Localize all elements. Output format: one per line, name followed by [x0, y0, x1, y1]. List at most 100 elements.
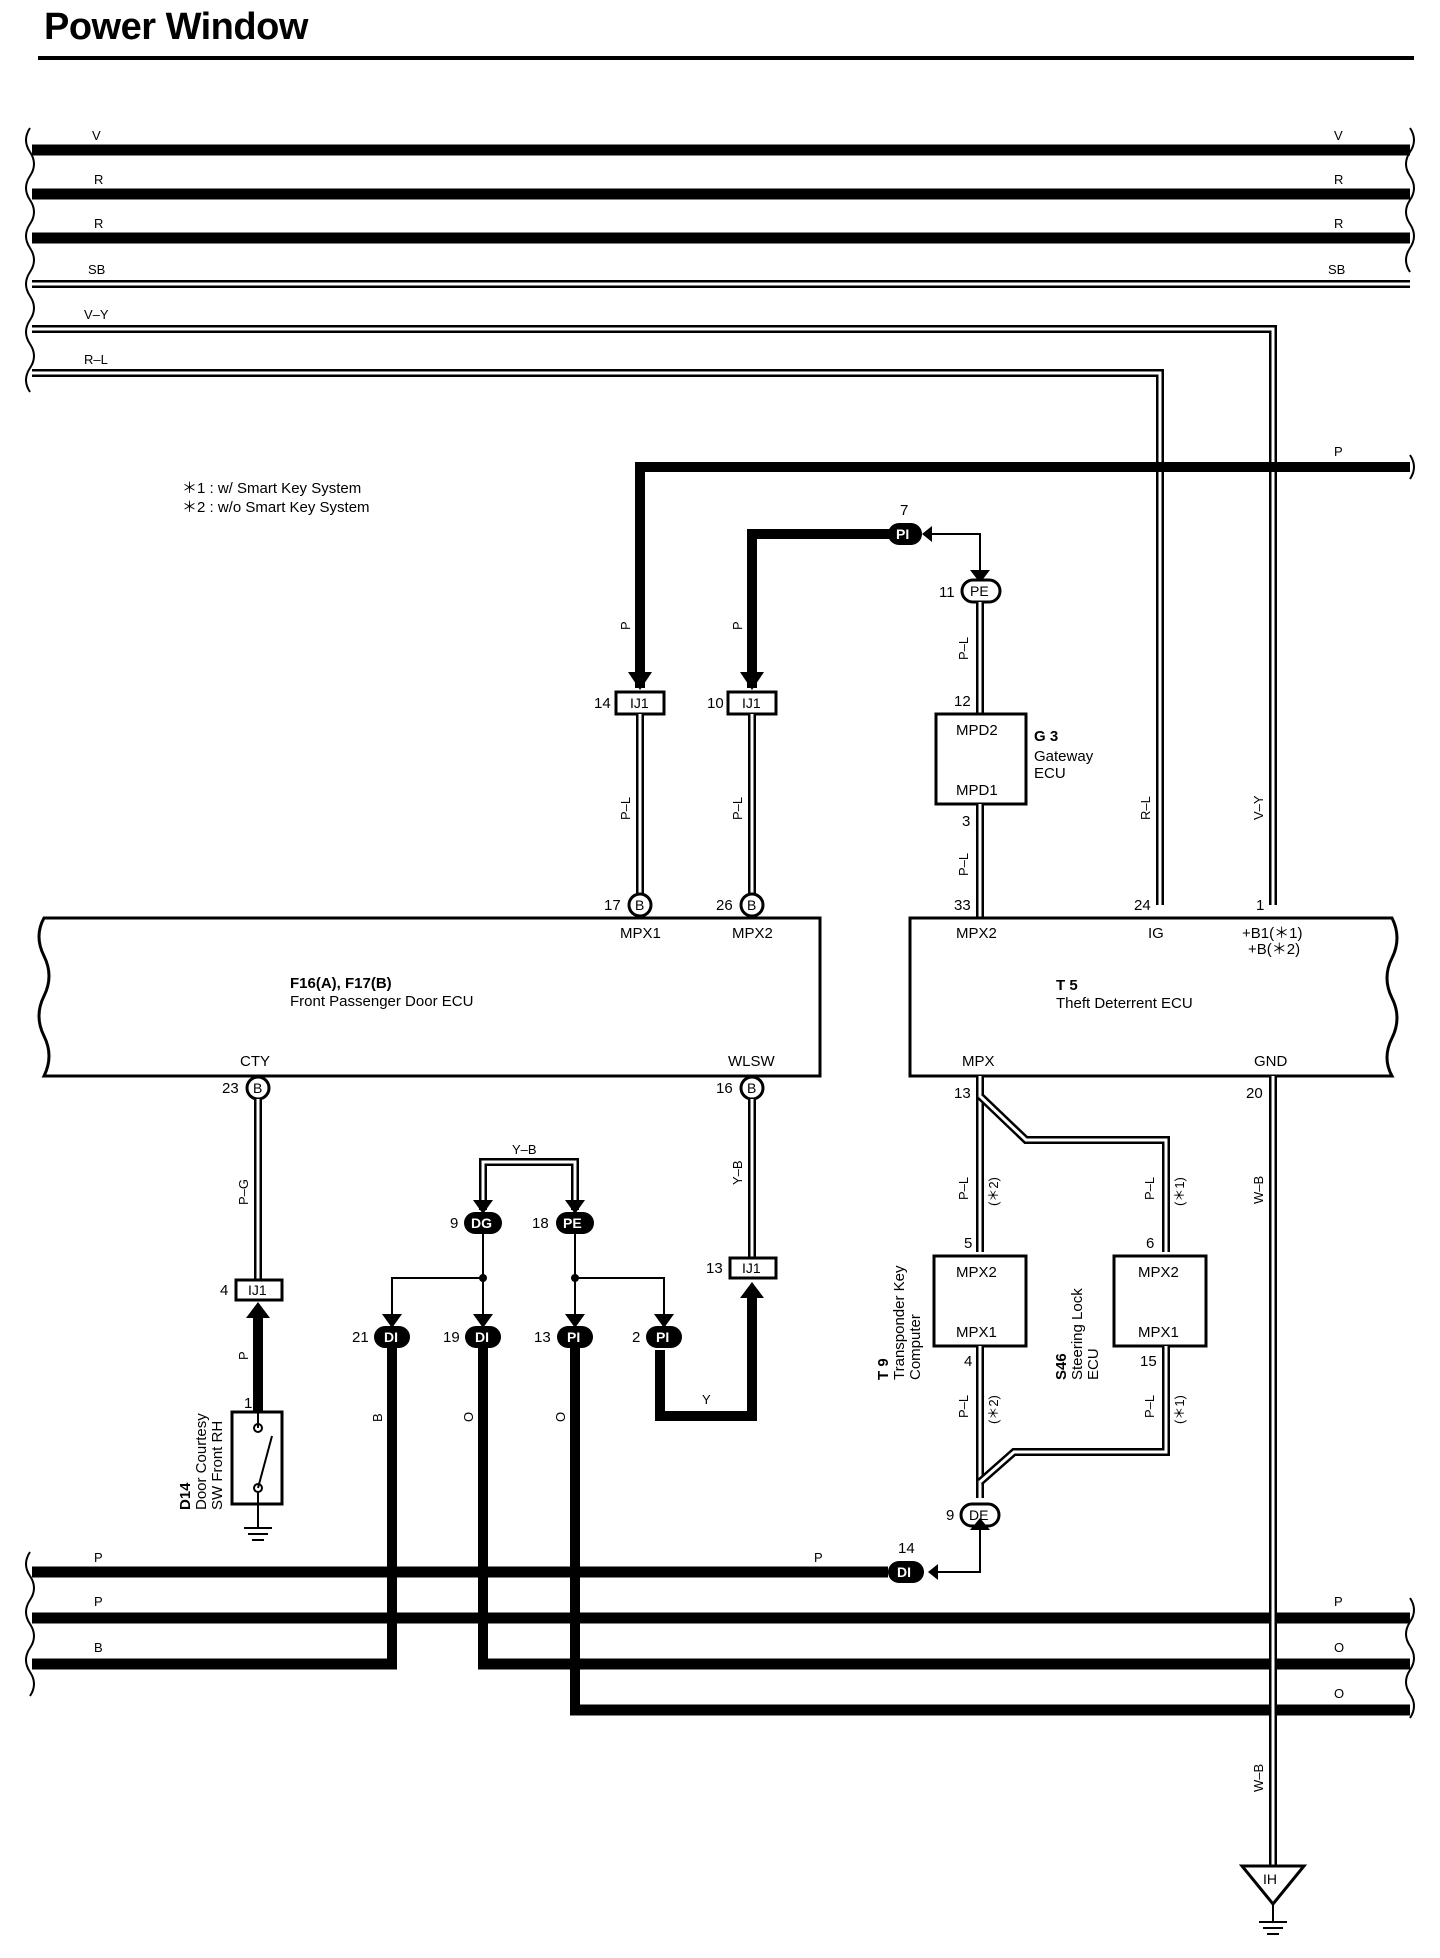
svg-text:DI: DI — [384, 1329, 398, 1345]
transponder-key-computer-t9: MPX2 MPX1 5 4 T 9 Transponder Key Comput… — [875, 1235, 1028, 1380]
svg-text:PE: PE — [970, 583, 989, 599]
wire-label-p-d14: P — [236, 1351, 251, 1360]
svg-text:20: 20 — [1246, 1085, 1263, 1102]
svg-text:B: B — [747, 1080, 756, 1096]
svg-text:DI: DI — [897, 1564, 911, 1580]
svg-text:DG: DG — [471, 1215, 492, 1231]
svg-text:B: B — [253, 1080, 262, 1096]
svg-text:Door Courtesy: Door Courtesy — [193, 1413, 210, 1510]
bus-label-v-left: V — [92, 128, 101, 143]
connector-pe-11: PE 11 — [939, 578, 1002, 604]
svg-text:MPX2: MPX2 — [732, 925, 773, 942]
bottom-bus: P P P P B O O — [25, 1550, 1415, 1719]
svg-text:IH: IH — [1263, 1871, 1277, 1887]
svg-text:DI: DI — [475, 1329, 489, 1345]
svg-text:IJ1: IJ1 — [630, 695, 649, 711]
svg-text:MPX2: MPX2 — [1138, 1264, 1179, 1281]
svg-text:CTY: CTY — [240, 1053, 270, 1070]
wire-label-pl-g3-top: P–L — [956, 637, 971, 660]
svg-text:11: 11 — [939, 584, 955, 601]
svg-text:13: 13 — [954, 1085, 971, 1102]
connector-b-17: B 17 — [604, 892, 653, 918]
wire-label-note2b: (＊2) — [986, 1395, 1001, 1424]
svg-text:18: 18 — [532, 1215, 549, 1232]
svg-text:IJ1: IJ1 — [742, 1260, 761, 1276]
svg-text:13: 13 — [534, 1329, 551, 1346]
steering-lock-ecu-s46: MPX2 MPX1 6 15 S46 Steering Lock ECU — [1053, 1235, 1208, 1380]
svg-text:MPD1: MPD1 — [956, 782, 998, 799]
svg-text:33: 33 — [954, 897, 971, 914]
connector-pi-7: PI 7 — [888, 502, 932, 545]
title-rule — [38, 56, 1414, 60]
wire-label-pl-t9-bot: P–L — [956, 1395, 971, 1418]
svg-text:B: B — [747, 897, 756, 913]
wire-label-pl1: P–L — [618, 797, 633, 820]
bus-label-o2-right: O — [1334, 1686, 1344, 1701]
bus-label-rl-left: R–L — [84, 352, 108, 367]
svg-text:9: 9 — [450, 1215, 458, 1232]
connector-dg-9: DG 9 — [450, 1212, 502, 1234]
svg-text:Transponder Key: Transponder Key — [891, 1265, 908, 1380]
connector-di-21: DI 21 — [352, 1326, 410, 1348]
svg-text:MPX: MPX — [962, 1053, 995, 1070]
svg-text:PI: PI — [656, 1329, 669, 1345]
svg-text:IJ1: IJ1 — [248, 1282, 267, 1298]
svg-text:14: 14 — [898, 1540, 915, 1557]
svg-text:4: 4 — [220, 1282, 228, 1299]
svg-text:2: 2 — [632, 1329, 640, 1346]
svg-text:23: 23 — [222, 1080, 239, 1097]
svg-text:+B(＊2): +B(＊2) — [1248, 941, 1300, 958]
wire-label-pl-s46-bot: P–L — [1142, 1395, 1157, 1418]
svg-text:Gateway: Gateway — [1034, 748, 1094, 765]
front-passenger-door-ecu: MPX1 MPX2 F16(A), F17(B) Front Passenger… — [37, 916, 822, 1078]
svg-text:24: 24 — [1134, 897, 1151, 914]
svg-text:5: 5 — [964, 1235, 972, 1252]
wire-label-wb1: W–B — [1251, 1176, 1266, 1204]
connector-ij1-13: IJ1 13 — [706, 1256, 778, 1280]
svg-text:12: 12 — [954, 693, 971, 710]
page-title: Power Window — [44, 6, 308, 48]
svg-text:26: 26 — [716, 897, 733, 914]
svg-text:MPD2: MPD2 — [956, 722, 998, 739]
svg-text:T 5: T 5 — [1056, 977, 1078, 994]
svg-text:MPX1: MPX1 — [1138, 1324, 1179, 1341]
connector-ij1-14: IJ1 14 — [594, 690, 666, 716]
svg-text:ECU: ECU — [1085, 1348, 1102, 1380]
connector-b-26: B 26 — [716, 892, 765, 918]
bus-label-vy-left: V–Y — [84, 307, 109, 322]
wire-label-pg: P–G — [236, 1179, 251, 1205]
svg-text:4: 4 — [964, 1353, 972, 1370]
bus-label-sb-right: SB — [1328, 262, 1345, 277]
svg-text:F16(A), F17(B): F16(A), F17(B) — [290, 975, 392, 992]
svg-text:T 9: T 9 — [875, 1358, 892, 1380]
svg-text:7: 7 — [900, 502, 908, 519]
svg-text:1: 1 — [1256, 897, 1264, 914]
svg-text:B: B — [635, 897, 644, 913]
svg-text:15: 15 — [1140, 1353, 1157, 1370]
svg-text:13: 13 — [706, 1260, 723, 1277]
wire-label-yb-side: Y–B — [730, 1160, 745, 1185]
bus-label-o1-right: O — [1334, 1640, 1344, 1655]
svg-text:S46: S46 — [1053, 1353, 1070, 1380]
ground-point-ih: IH — [1238, 1864, 1308, 1935]
svg-text:10: 10 — [707, 695, 724, 712]
bus-label-r2-right: R — [1334, 216, 1343, 231]
svg-text:MPX2: MPX2 — [956, 1264, 997, 1281]
wire-label-pl-g3-bot: P–L — [956, 853, 971, 876]
svg-text:PE: PE — [563, 1215, 582, 1231]
wire-label-o2: O — [553, 1412, 568, 1422]
svg-text:D14: D14 — [177, 1482, 194, 1510]
svg-text:ECU: ECU — [1034, 765, 1066, 782]
svg-text:9: 9 — [946, 1507, 954, 1524]
wire-label-note1a: (＊1) — [1172, 1177, 1187, 1206]
ground-symbol-d14 — [244, 1504, 272, 1541]
svg-text:MPX2: MPX2 — [956, 925, 997, 942]
wire-label-p1: P — [618, 621, 633, 630]
svg-text:DE: DE — [969, 1507, 988, 1523]
wire-label-b: B — [370, 1413, 385, 1422]
connector-di-14: DI 14 — [888, 1540, 924, 1583]
note-1: ＊1 : w/ Smart Key System — [182, 480, 361, 497]
wire-label-note1b: (＊1) — [1172, 1395, 1187, 1424]
wire-label-p-right: P — [1334, 444, 1343, 459]
bus-label-sb-left: SB — [88, 262, 105, 277]
